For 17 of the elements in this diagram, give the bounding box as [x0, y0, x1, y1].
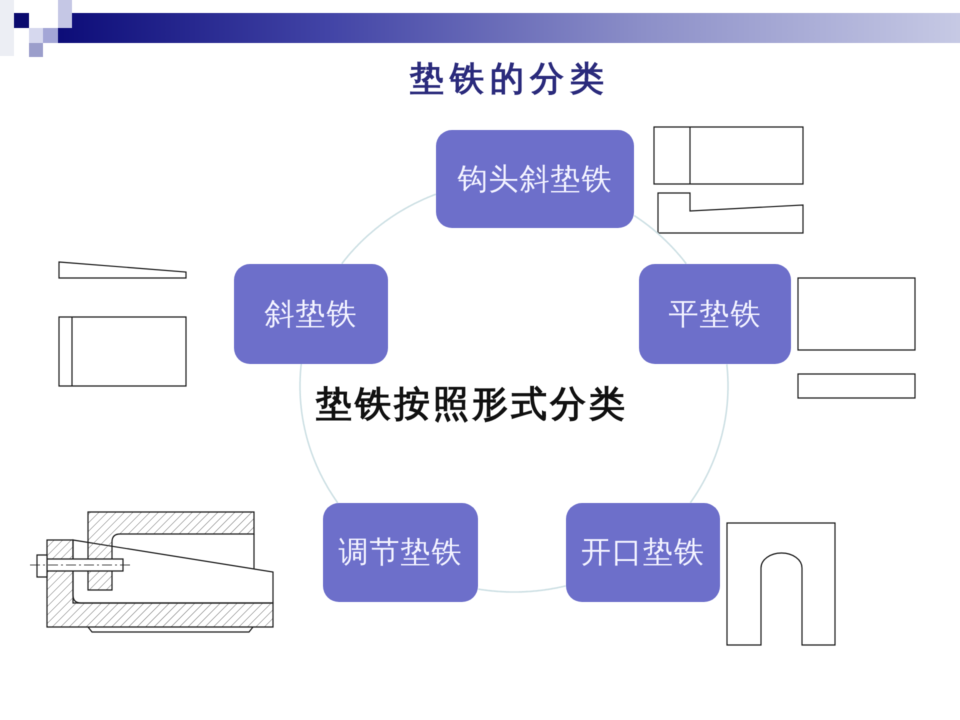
- category-label: 调节垫铁: [338, 534, 462, 572]
- category-box: [323, 503, 478, 602]
- cycle-arc: [341, 193, 436, 264]
- cycle-arc: [690, 364, 729, 504]
- category-box: [436, 130, 634, 228]
- cycle-arc: [478, 585, 566, 593]
- cycle-arc: [299, 364, 338, 504]
- category-box: [639, 264, 791, 364]
- title: 垫铁的分类: [410, 59, 610, 99]
- cycle-arc: [634, 214, 687, 264]
- category-box: [234, 264, 388, 364]
- category-label: 平垫铁: [668, 296, 762, 334]
- category-label: 钩头斜垫铁: [458, 160, 612, 198]
- category-label: 开口垫铁: [581, 534, 705, 572]
- category-label: 斜垫铁: [264, 296, 358, 334]
- center-label: 垫铁按照形式分类: [316, 384, 628, 425]
- category-box: [566, 503, 720, 602]
